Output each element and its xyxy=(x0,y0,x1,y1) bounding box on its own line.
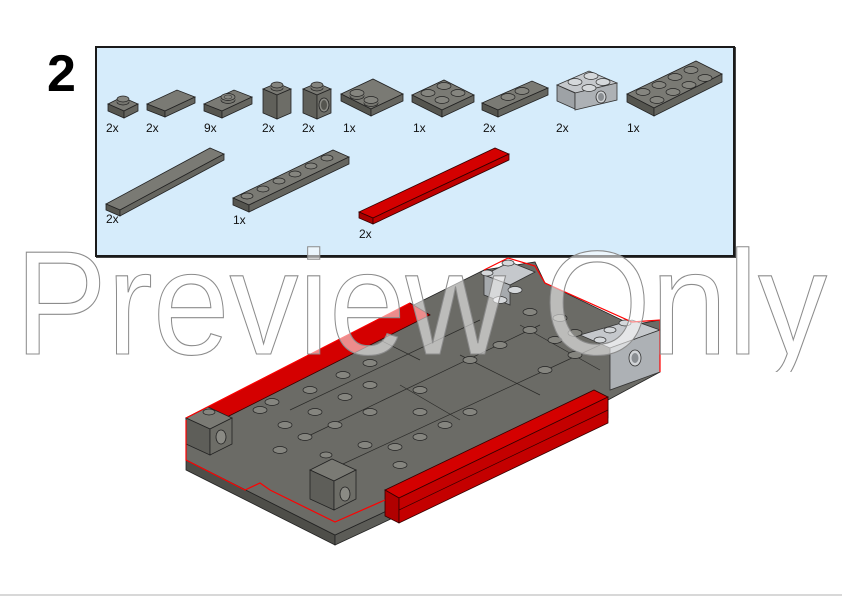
step-number: 2 xyxy=(47,45,76,103)
part-qty: 1x xyxy=(413,121,426,135)
tile-1x6-icon xyxy=(105,147,225,217)
part-qty: 1x xyxy=(343,121,356,135)
plate-2x2-icon xyxy=(411,79,475,118)
parts-list-callout xyxy=(95,46,735,257)
tile-1x8-icon xyxy=(358,147,510,225)
part-qty: 1x xyxy=(627,121,640,135)
part-qty: 2x xyxy=(106,121,119,135)
plate-2x2-corner-tiled-icon xyxy=(340,78,404,117)
brick-1x2-with-hole-icon xyxy=(555,70,619,111)
part-qty: 2x xyxy=(106,212,119,226)
part-qty: 2x xyxy=(302,121,315,135)
page-bottom-divider xyxy=(0,594,842,596)
plate-1x3-jumper-icon xyxy=(481,80,549,118)
plate-2x4-icon xyxy=(626,60,723,117)
part-qty: 2x xyxy=(483,121,496,135)
brick-1x1-with-hole-icon xyxy=(301,81,333,120)
brick-1x1-icon xyxy=(261,81,293,120)
part-qty: 2x xyxy=(146,121,159,135)
plate-1x2-jumper-icon xyxy=(202,89,254,119)
part-qty: 1x xyxy=(233,213,246,227)
part-qty: 9x xyxy=(204,121,217,135)
part-qty: 2x xyxy=(556,121,569,135)
part-qty: 2x xyxy=(359,227,372,241)
part-qty: 2x xyxy=(262,121,275,135)
plate-1x6-icon xyxy=(232,149,350,213)
plate-1x1-icon xyxy=(107,95,139,119)
tile-1x2-icon xyxy=(145,89,197,118)
